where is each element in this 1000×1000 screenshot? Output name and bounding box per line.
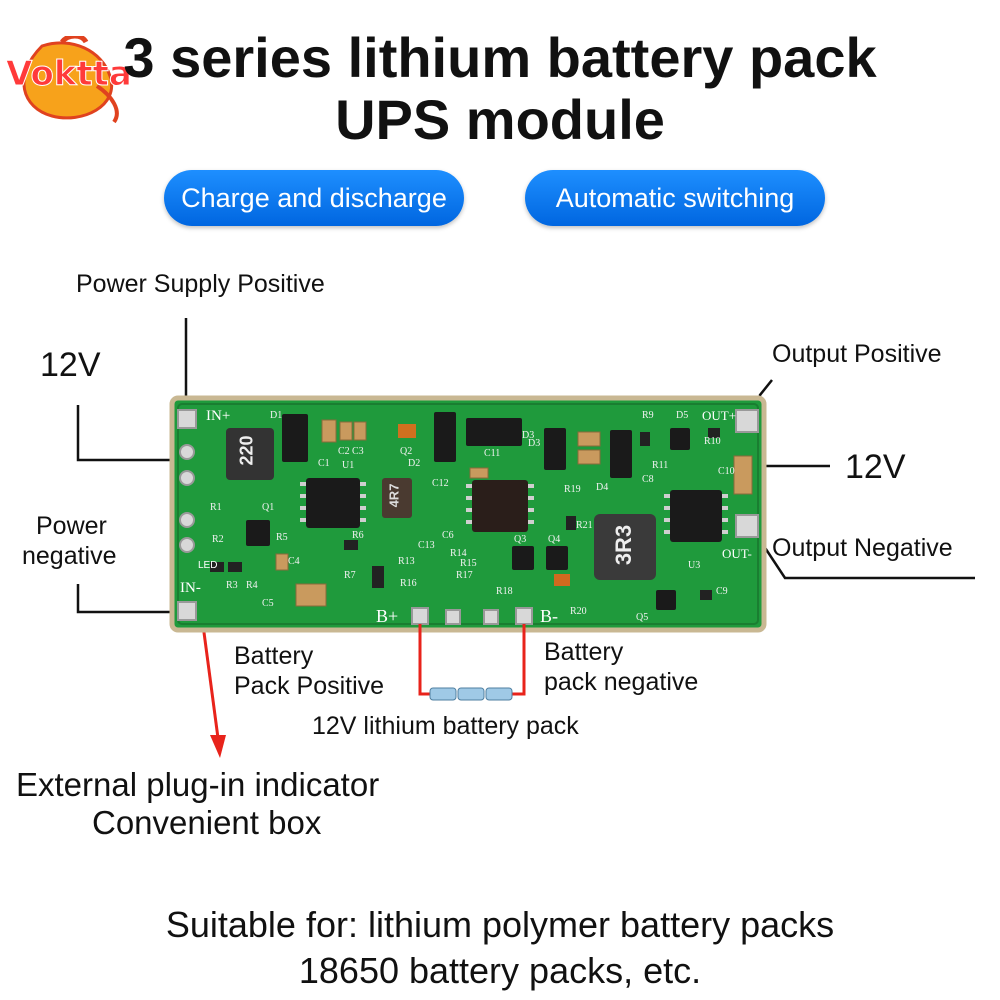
label-output-positive: Output Positive (772, 340, 942, 368)
label-power-negative-2: negative (22, 542, 117, 570)
capacitors (275, 419, 753, 607)
silk-ref-label: R17 (456, 570, 473, 581)
silk-b-minus: B- (540, 606, 558, 626)
silk-ref-label: C9 (716, 586, 728, 597)
silk-out-plus: OUT+ (702, 408, 737, 423)
silk-ref-label: C5 (262, 598, 274, 609)
silk-ref-label: C11 (484, 448, 501, 459)
silk-ref-label: D4 (596, 482, 609, 493)
silk-ref-label: C13 (418, 540, 435, 551)
label-output-negative: Output Negative (772, 534, 953, 562)
silk-in-plus: IN+ (206, 408, 231, 424)
silk-ref-label: Q5 (636, 612, 649, 623)
silk-ref-label: R18 (496, 586, 513, 597)
arrow-head-icon (210, 735, 226, 758)
brand-name: Voktta (6, 54, 133, 95)
label-battery-negative-1: Battery (544, 638, 624, 666)
footer-line-2: 18650 battery packs, etc. (298, 950, 702, 991)
silk-ref-label: R9 (642, 410, 654, 421)
silk-ref-label: D2 (408, 458, 421, 469)
right-pads (735, 409, 759, 538)
silk-ref-label: R3 (226, 580, 238, 591)
page-subtitle: UPS module (335, 88, 665, 151)
silk-ref-label: C8 (642, 474, 654, 485)
silk-ref-label: R10 (704, 436, 721, 447)
resistors (210, 428, 720, 600)
feature-badge-switching: Automatic switching (525, 170, 825, 226)
label-battery-positive-1: Battery (234, 642, 314, 670)
label-power-supply-positive: Power Supply Positive (76, 270, 325, 298)
koi-fish-icon (22, 36, 119, 124)
inductor-mid (382, 478, 412, 518)
inductor-left-marking: 220 (236, 435, 257, 466)
silk-ref-label: C1 (318, 458, 330, 469)
silk-ref-label: R15 (460, 558, 477, 569)
label-indicator-1: External plug-in indicator (16, 766, 380, 803)
page-title: 3 series lithium battery pack (123, 26, 877, 89)
silk-ref-label: C10 (718, 466, 735, 477)
silk-ref-label: C12 (432, 478, 449, 489)
silk-b-plus: B+ (376, 606, 399, 626)
ic-pins (300, 482, 728, 534)
silk-ref-label: R11 (652, 460, 669, 471)
silk-ref-label: R5 (276, 532, 288, 543)
ic-u2 (472, 480, 528, 532)
silk-ref-label: D3 (528, 438, 541, 449)
silk-ref-label: R21 (576, 520, 593, 531)
silk-ref-label: Q4 (548, 534, 561, 545)
silk-ref-label: R14 (450, 548, 467, 559)
ic-u3 (670, 490, 722, 542)
diodes (246, 412, 690, 610)
ic-u1 (306, 478, 360, 528)
inductor-right (594, 514, 656, 580)
silk-ref-label: Q3 (514, 534, 527, 545)
battery-leads (418, 624, 526, 696)
silk-ref-label: C6 (442, 530, 454, 541)
silk-ref-label: C2 (338, 446, 350, 457)
silk-ref-label: R16 (400, 578, 417, 589)
silk-in-minus: IN- (180, 580, 201, 596)
silk-out-minus: OUT- (722, 546, 752, 561)
silk-ref-label: C3 (352, 446, 364, 457)
led-smd (398, 424, 416, 438)
silk-ref-label: C4 (288, 556, 300, 567)
silk-ref-label: R2 (212, 534, 224, 545)
silk-ref-label: R1 (210, 502, 222, 513)
inductor-right-marking: 3R3 (611, 524, 637, 566)
silk-ref-label: U1 (342, 460, 355, 471)
brand-logo: Voktta (2, 36, 170, 124)
silk-ref-label: R20 (570, 606, 587, 617)
silk-led: LED (198, 560, 218, 571)
silk-ref-label: D3 (522, 430, 535, 441)
feature-badge-charge: Charge and discharge (164, 170, 464, 226)
label-battery-negative-2: pack negative (544, 668, 699, 696)
silk-ref-label: R19 (564, 484, 581, 495)
inductor-mid-marking: 4R7 (386, 483, 402, 508)
silk-ref-label: R13 (398, 556, 415, 567)
led-smd-2 (554, 574, 570, 586)
left-pads (177, 409, 197, 621)
silk-ref-label: D5 (676, 410, 689, 421)
inductor-left (226, 428, 274, 480)
battery-cells (429, 687, 513, 701)
silk-ref-label: R6 (352, 530, 364, 541)
label-battery-pack: 12V lithium battery pack (312, 712, 579, 740)
silk-ref-label: Q1 (262, 502, 275, 513)
footer-line-1: Suitable for: lithium polymer battery pa… (165, 904, 835, 945)
silk-ref-label: Q2 (400, 446, 413, 457)
silk-ref-label: D1 (270, 410, 283, 421)
silk-ref-label: R4 (246, 580, 258, 591)
silk-ref-label: U3 (688, 560, 701, 571)
label-power-negative-1: Power (36, 512, 107, 540)
label-battery-positive-2: Pack Positive (234, 672, 385, 700)
label-input-voltage: 12V (40, 346, 101, 384)
label-indicator-2: Convenient box (92, 804, 322, 841)
silk-ref-label: R7 (344, 570, 356, 581)
label-output-voltage: 12V (845, 448, 906, 486)
